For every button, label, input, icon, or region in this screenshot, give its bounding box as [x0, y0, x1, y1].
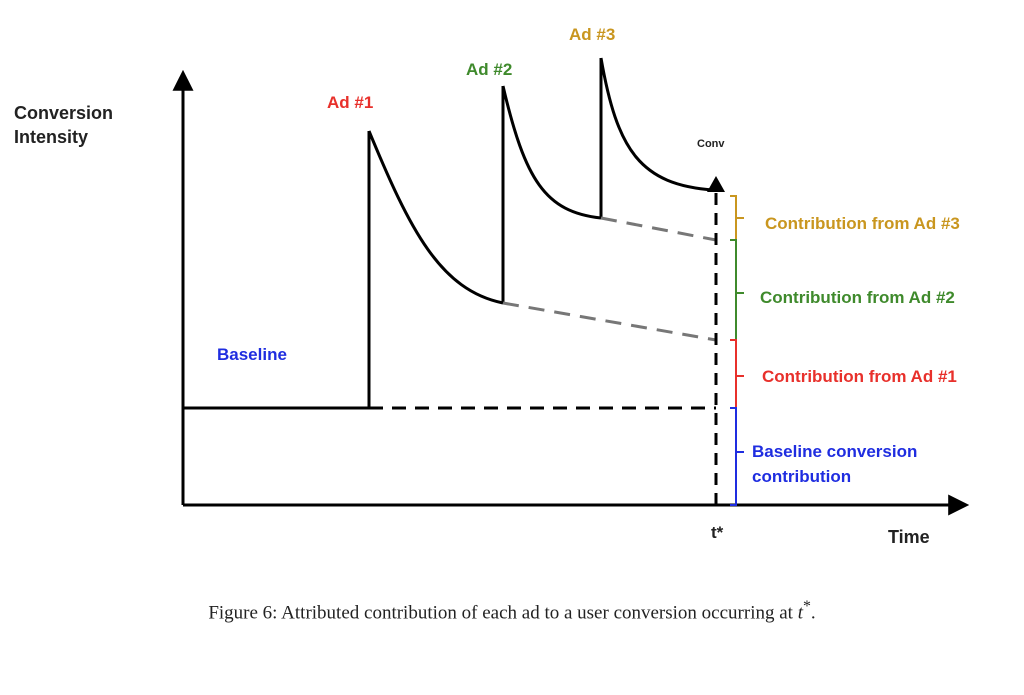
- y-axis-label: Conversion Intensity: [14, 103, 118, 147]
- ad2-contribution-bracket: [730, 239, 744, 341]
- ad3-contribution-label: Contribution from Ad #3: [765, 214, 960, 233]
- x-axis-label: Time: [888, 527, 930, 547]
- caption-end: .: [810, 602, 816, 624]
- ad2-label: Ad #2: [466, 60, 512, 79]
- baseline-label: Baseline: [217, 345, 287, 364]
- ad2-extrapolation: [600, 216, 717, 242]
- ad3-decay-curve: [599, 57, 715, 192]
- caption-superscript: *: [802, 598, 811, 615]
- figure-caption: Figure 6: Attributed contribution of eac…: [0, 598, 1024, 624]
- ad1-label: Ad #1: [327, 93, 373, 112]
- ad1-contribution-bracket: [730, 339, 744, 409]
- ad3-contribution-bracket: [730, 195, 744, 241]
- conversion-arrowhead-icon: [707, 176, 725, 192]
- caption-variable: t: [797, 602, 803, 624]
- ad2-contribution-label: Contribution from Ad #2: [760, 288, 955, 307]
- ad1-decay-curve: [367, 130, 504, 305]
- baseline-contribution-label: Baseline conversion contribution: [752, 442, 922, 486]
- ad1-extrapolation: [502, 301, 717, 342]
- conv-label: Conv: [697, 138, 725, 150]
- caption-text: Figure 6: Attributed contribution of eac…: [208, 602, 798, 624]
- ad1-contribution-label: Contribution from Ad #1: [762, 367, 957, 386]
- baseline-contribution-bracket: [730, 407, 744, 506]
- t-star-label: t*: [711, 523, 724, 542]
- ad2-decay-curve: [501, 85, 602, 220]
- ad3-label: Ad #3: [569, 25, 615, 44]
